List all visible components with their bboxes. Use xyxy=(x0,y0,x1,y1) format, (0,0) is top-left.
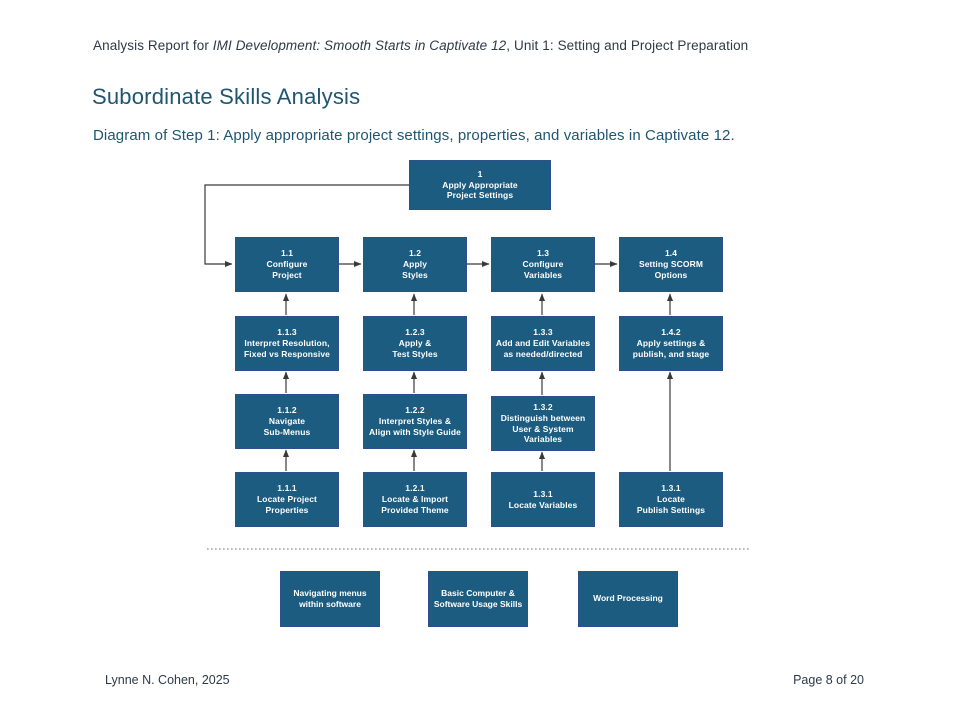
document-header: Analysis Report for IMI Development: Smo… xyxy=(93,38,748,53)
node-label: Locate Project Properties xyxy=(257,494,317,515)
node-label: Apply settings & publish, and stage xyxy=(632,338,710,359)
node-label: Locate & Import Provided Theme xyxy=(381,494,449,515)
node-number: 1.1.3 xyxy=(277,327,297,338)
node-label: Interpret Styles & Align with Style Guid… xyxy=(369,416,461,437)
node-number: 1.1 xyxy=(280,248,294,259)
node-number: 1.2.3 xyxy=(405,327,425,338)
node-label: Configure Variables xyxy=(522,259,564,280)
node-label: Configure Project xyxy=(266,259,308,280)
node-1-3[interactable]: 1.3 Configure Variables xyxy=(491,237,595,292)
node-number: 1.1.2 xyxy=(277,405,297,416)
document-header-suffix: , Unit 1: Setting and Project Preparatio… xyxy=(506,38,749,53)
node-label: Apply Styles xyxy=(402,259,428,280)
node-1-3-2[interactable]: 1.3.2 Distinguish between User & System … xyxy=(491,396,595,451)
node-1-4[interactable]: 1.4 Setting SCORM Options xyxy=(619,237,723,292)
node-number: 1.3.2 xyxy=(533,401,553,412)
entry-skill-navigating-menus[interactable]: Navigating menus within software xyxy=(280,571,380,627)
footer-author: Lynne N. Cohen, 2025 xyxy=(105,673,230,687)
node-label: Distinguish between User & System Variab… xyxy=(500,412,586,445)
node-number: 1.2 xyxy=(408,248,422,259)
node-label: Apply & Test Styles xyxy=(392,338,438,359)
node-label: Add and Edit Variables as needed/directe… xyxy=(495,338,591,359)
node-1-1-3[interactable]: 1.1.3 Interpret Resolution, Fixed vs Res… xyxy=(235,316,339,371)
node-1-1[interactable]: 1.1 Configure Project xyxy=(235,237,339,292)
node-number: 1.3.3 xyxy=(533,327,553,338)
document-header-prefix: Analysis Report for xyxy=(93,38,213,53)
entry-skill-basic-computer[interactable]: Basic Computer & Software Usage Skills xyxy=(428,571,528,627)
node-1-2[interactable]: 1.2 Apply Styles xyxy=(363,237,467,292)
node-1-1-1[interactable]: 1.1.1 Locate Project Properties xyxy=(235,472,339,527)
node-number: 1 xyxy=(477,168,483,179)
footer-pagination: Page 8 of 20 xyxy=(793,673,864,687)
page-subtitle: Diagram of Step 1: Apply appropriate pro… xyxy=(93,127,735,144)
node-label: Navigate Sub-Menus xyxy=(263,416,311,437)
node-1-2-3[interactable]: 1.2.3 Apply & Test Styles xyxy=(363,316,467,371)
node-goal-1[interactable]: 1 Apply Appropriate Project Settings xyxy=(409,160,551,210)
page-title: Subordinate Skills Analysis xyxy=(92,84,361,109)
entry-skill-word-processing[interactable]: Word Processing xyxy=(578,571,678,627)
node-1-2-2[interactable]: 1.2.2 Interpret Styles & Align with Styl… xyxy=(363,394,467,449)
node-1-1-2[interactable]: 1.1.2 Navigate Sub-Menus xyxy=(235,394,339,449)
node-number: 1.3.1 xyxy=(661,483,681,494)
node-number: 1.2.2 xyxy=(405,405,425,416)
node-1-2-1[interactable]: 1.2.1 Locate & Import Provided Theme xyxy=(363,472,467,527)
node-label: Apply Appropriate Project Settings xyxy=(442,179,518,201)
node-label: Interpret Resolution, Fixed vs Responsiv… xyxy=(244,338,330,359)
node-number: 1.3 xyxy=(536,248,550,259)
node-number: 1.1.1 xyxy=(277,483,297,494)
node-label: Locate Publish Settings xyxy=(636,494,706,515)
document-header-title: IMI Development: Smooth Starts in Captiv… xyxy=(212,38,507,53)
node-1-4-2[interactable]: 1.4.2 Apply settings & publish, and stag… xyxy=(619,316,723,371)
node-number: 1.3.1 xyxy=(533,488,553,499)
node-label: Setting SCORM Options xyxy=(638,259,704,280)
node-number: 1.4 xyxy=(664,248,678,259)
node-1-3-1[interactable]: 1.3.1 Locate Variables xyxy=(491,472,595,527)
node-number: 1.2.1 xyxy=(405,483,425,494)
node-1-3-3[interactable]: 1.3.3 Add and Edit Variables as needed/d… xyxy=(491,316,595,371)
node-number: 1.4.2 xyxy=(661,327,681,338)
node-locate-publish-settings[interactable]: 1.3.1 Locate Publish Settings xyxy=(619,472,723,527)
node-label: Locate Variables xyxy=(508,499,578,510)
